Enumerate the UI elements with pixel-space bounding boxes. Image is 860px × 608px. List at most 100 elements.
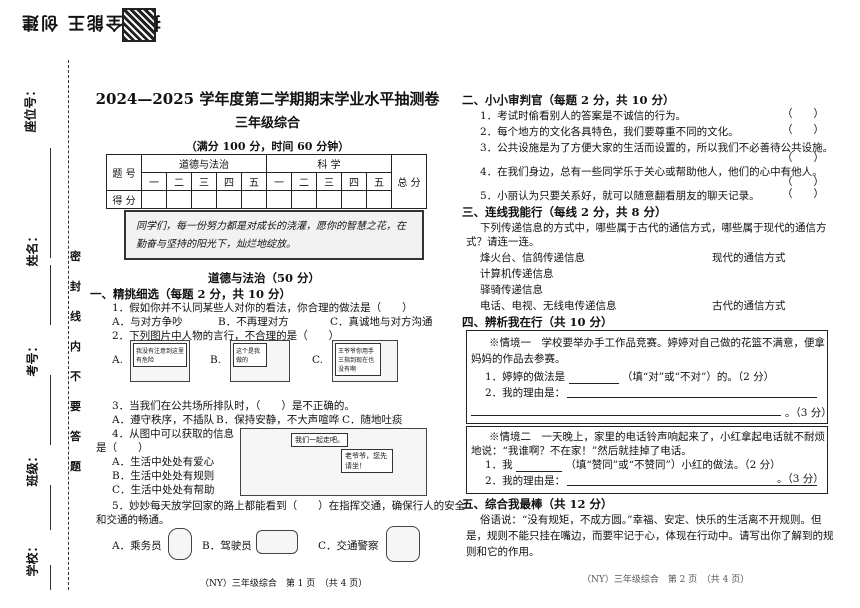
score-cell[interactable]: [266, 190, 292, 209]
case-2-q1-tail: （填“赞同”或“不赞同”）小红的做法。（2 分）: [565, 459, 781, 471]
case-2-q2-blank[interactable]: [567, 485, 817, 486]
score-col: 五: [366, 172, 392, 191]
exam-info: （满分 100 分，时间 60 分钟）: [185, 140, 350, 153]
case-1-q2-label: 2．我的理由是：: [485, 387, 566, 399]
judge-answer-3[interactable]: （ ）: [782, 152, 824, 164]
q4-option-a: A．生活中处处有爱心: [112, 456, 215, 468]
q3-option-b: B．保持安静，不大声喧哗: [216, 414, 340, 426]
score-cell[interactable]: [141, 190, 167, 209]
connect-right-2[interactable]: 古代的通信方式: [712, 300, 786, 312]
q2-option-a: A.: [112, 354, 123, 366]
exam-title: 2024—2025 学年度第二学期期末学业水平抽测卷: [95, 90, 440, 108]
score-cell[interactable]: [341, 190, 367, 209]
q1-option-a: A．与对方争吵: [112, 316, 183, 328]
class-line: [50, 485, 51, 530]
q5-option-c: C．交通警察: [318, 540, 379, 552]
score-col: 二: [166, 172, 192, 191]
connect-left-4[interactable]: 电话、电视、无线电传递信息: [480, 300, 617, 312]
score-col: 三: [316, 172, 342, 191]
q2-picture-b: 这个是我做的: [230, 340, 290, 382]
section-5-text-2: 是，规则不能只挂在嘴边，而要牢记于心，体现在行动中。请写出你了解到的规: [466, 530, 834, 542]
case-1-q2-blank[interactable]: [567, 397, 817, 398]
case-1-text-2: 妈妈的作品去参赛。: [471, 353, 566, 365]
question-4-line1: 4．从图中可以获取的信息: [112, 428, 235, 440]
q2-option-c: C.: [312, 354, 323, 366]
judge-answer-5[interactable]: （ ）: [782, 188, 824, 200]
case-2-q1-blank[interactable]: [516, 459, 563, 472]
binding-char: 要: [70, 400, 81, 413]
case-1-q1-tail: （填“对”或“不对”）的。（2 分）: [621, 371, 775, 383]
score-header: 总 分: [391, 154, 427, 209]
score-header: 科 学: [266, 154, 392, 173]
score-row-label: 得 分: [106, 190, 142, 209]
section-5-heading: 五、综合我最棒（共 12 分）: [462, 497, 613, 511]
judge-answer-2[interactable]: （ ）: [782, 124, 824, 136]
section-5-text-1: 俗语说：“没有规矩，不成方圆。”幸福、安定、快乐的生活离不开规则。但: [480, 514, 822, 526]
qr-code-icon: [122, 8, 156, 42]
connect-right-1[interactable]: 现代的通信方式: [712, 252, 786, 264]
judge-item-4: 4．在我们身边，总有一些同学乐于关心或帮助他人，他们的心中有他人。: [480, 166, 823, 178]
class-label: 班级：: [25, 450, 40, 487]
binding-char: 题: [70, 460, 81, 473]
q5-picture-c: [386, 526, 420, 562]
score-cell[interactable]: [191, 190, 217, 209]
connect-left-1[interactable]: 烽火台、信鸽传递信息: [480, 252, 585, 264]
case-1-q2-score: 。（3 分）: [785, 407, 832, 419]
q4-option-b: B．生活中处处有规则: [112, 470, 215, 482]
q4-option-c: C．生活中处处有帮助: [112, 484, 215, 496]
question-5-line2: 和交通的畅通。: [96, 514, 170, 526]
question-4-line2: 是（ ）: [96, 442, 149, 454]
section-2-heading: 二、小小审判官（每题 2 分，共 10 分）: [462, 93, 675, 107]
score-col: 五: [241, 172, 267, 191]
case-2-q2-label: 2．我的理由是：: [485, 475, 566, 487]
exam-page-2: 二、小小审判官（每题 2 分，共 10 分） 1．考试时偷看别人的答案是不诚信的…: [462, 92, 834, 592]
section-5-text-3: 则和它的作用。: [466, 546, 540, 558]
binding-char: 答: [70, 430, 81, 443]
case-1-q1: 1．婷婷的做法是 （填“对”或“不对”）的。（2 分）: [485, 369, 774, 384]
q4-picture: 我们一起走吧。 老爷爷，您先请坐！: [240, 428, 427, 496]
q5-picture-b: [256, 530, 298, 554]
q5-option-a: A．乘务员: [112, 540, 162, 552]
connect-left-2[interactable]: 计算机传递信息: [480, 268, 554, 280]
binding-char: 内: [70, 340, 81, 353]
binding-char: 线: [70, 310, 81, 323]
case-2-text: ※情境二 一天晚上，家里的电话铃声响起来了，小红拿起电话就不耐烦: [489, 431, 825, 443]
case-1-box: ※情境一 学校要举办手工作品竞赛。婷婷对自己做的花篮不满意，便拿 妈妈的作品去参…: [466, 330, 832, 424]
judge-item-3: 3．公共设施是为了方便大家的生活而设置的，所以我们不必善待公共设施。: [480, 142, 834, 154]
case-2-q1: 1．我 （填“赞同”或“不赞同”）小红的做法。（2 分）: [485, 457, 781, 472]
score-cell[interactable]: [366, 190, 392, 209]
score-col: 二: [291, 172, 317, 191]
case-2-q1-label: 1．我: [485, 459, 513, 471]
section-1-heading: 一、精挑细选（每题 2 分，共 10 分）: [90, 287, 292, 301]
q5-option-b: B．驾驶员: [202, 540, 252, 552]
question-5-line1: 5．妙妙每天放学回家的路上都能看到（ ）在指挥交通，确保行人的安全: [112, 500, 466, 512]
case-2-text-2: 地说：“我谁啊？不在家！”然后就挂掉了电话。: [471, 445, 692, 457]
score-cell[interactable]: [291, 190, 317, 209]
judge-answer-1[interactable]: （ ）: [782, 108, 824, 120]
q1-option-b: B．不再理对方: [218, 316, 289, 328]
school-label: 学校：: [25, 540, 40, 577]
score-cell[interactable]: [216, 190, 242, 209]
case-1-q1-label: 1．婷婷的做法是: [485, 371, 566, 383]
connect-left-3[interactable]: 驿骑传递信息: [480, 284, 543, 296]
score-cell[interactable]: [166, 190, 192, 209]
section-3-intro: 下列传递信息的方式中，哪些属于古代的通信方式，哪些属于现代的通信方: [480, 222, 827, 234]
motivation-banner: 同学们，每一份努力都是对成长的浇灌，愿你的智慧之花，在勤奋与坚持的阳光下，灿烂地…: [124, 210, 424, 260]
binding-sidebar: 座位号： 姓名： 考号： 班级： 学校： 密 封 线 内 不 要 答 题: [14, 60, 81, 590]
speech-bubble: 我没有注意到这里有危险: [133, 343, 187, 367]
score-cell[interactable]: [316, 190, 342, 209]
q2-option-b: B.: [210, 354, 222, 366]
score-table: 题 号 道德与法治 科 学 总 分 一 二 三 四 五 一 二 三 四 五 得 …: [106, 154, 427, 209]
binding-char: 密: [70, 250, 81, 263]
case-1-q1-blank[interactable]: [568, 371, 619, 384]
score-col: 四: [341, 172, 367, 191]
section-3-intro-2: 式？请连一连。: [466, 236, 540, 248]
judge-answer-4[interactable]: （ ）: [782, 176, 824, 188]
case-1-q2-blank-2[interactable]: [471, 415, 781, 416]
q2-picture-a: 我没有注意到这里有危险: [130, 340, 190, 382]
q1-option-c: C．真诚地与对方沟通: [330, 316, 433, 328]
score-header: 道德与法治: [141, 154, 267, 173]
score-col: 一: [141, 172, 167, 191]
speech-bubble: 我们一起走吧。: [291, 433, 348, 447]
score-cell[interactable]: [241, 190, 267, 209]
